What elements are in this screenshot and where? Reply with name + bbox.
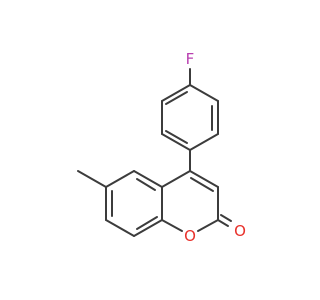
- bond: [165, 91, 188, 105]
- bond: [165, 130, 188, 144]
- bond: [161, 219, 183, 232]
- fluorine-atom-label: F: [186, 50, 195, 68]
- carbonyl-oxygen-atom-label: O: [234, 222, 246, 240]
- bond: [189, 133, 219, 151]
- pyranone-ring: [161, 170, 232, 232]
- bond: [136, 178, 156, 191]
- bond: [220, 214, 232, 222]
- bond: [189, 84, 219, 102]
- bond: [161, 133, 191, 151]
- bond: [105, 219, 135, 237]
- bond: [161, 84, 191, 102]
- bond: [105, 170, 135, 188]
- bond: [133, 219, 163, 237]
- methyl-bond: [77, 170, 107, 188]
- bond: [217, 219, 229, 227]
- fluorophenyl-ring: [161, 84, 219, 151]
- bond: [133, 170, 163, 188]
- bond: [136, 216, 158, 230]
- molecule-canvas: F O O: [77, 50, 246, 245]
- ring-oxygen-atom-label: O: [184, 227, 196, 245]
- bond: [161, 170, 191, 188]
- bond: [189, 170, 219, 188]
- benzo-ring: [105, 170, 163, 237]
- bond: [197, 219, 219, 232]
- bond: [190, 177, 214, 192]
